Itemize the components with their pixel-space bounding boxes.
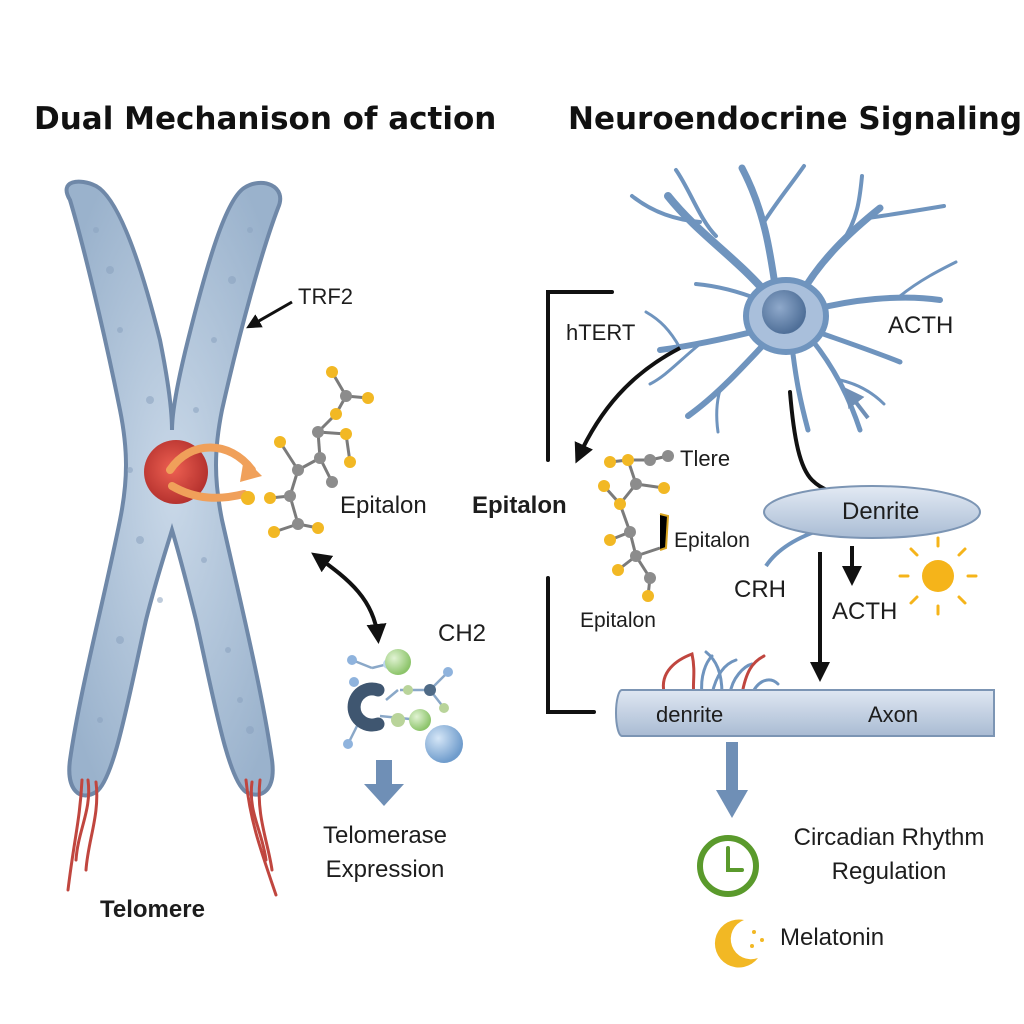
down-arrow-right (716, 742, 748, 818)
expression-line2: Expression (325, 856, 445, 883)
clock-icon (697, 835, 759, 897)
label-crh: CRH (734, 576, 786, 603)
moon-icon (714, 919, 764, 968)
label-epitalon-left: Epitalon (340, 492, 427, 519)
label-telomerase-expression: Telomerase Expression (310, 824, 460, 882)
label-epitalon-main: Epitalon (472, 492, 567, 519)
label-axon: Axon (868, 702, 919, 727)
label-epitalon-side: Epitalon (674, 529, 750, 552)
molecule-icon-right (598, 450, 674, 602)
double-arrow (311, 552, 387, 644)
telomere-strands (66, 778, 278, 897)
expression-line1: Telomerase (322, 822, 448, 849)
label-trf2: TRF2 (298, 284, 353, 309)
htert-arrow (574, 346, 681, 464)
circadian-line1: Circadian Rhythm (793, 824, 985, 851)
label-acth-top: ACTH (888, 312, 954, 339)
chromosome-icon (64, 179, 283, 897)
sun-icon (898, 536, 978, 616)
left-title: Dual Mechanison of action (34, 101, 497, 137)
label-acth-mid: ACTH (832, 598, 898, 625)
circadian-line2: Regulation (831, 858, 947, 885)
label-circadian: Circadian Rhythm Regulation (774, 826, 1004, 884)
right-title: Neuroendocrine Signaling (568, 101, 1023, 137)
label-denrite-axon: denrite (656, 702, 724, 727)
neuron-nucleus (762, 290, 806, 334)
axon-bar (615, 689, 995, 737)
label-denrite-oval: Denrite (842, 498, 920, 525)
label-htert: hTERT (566, 320, 636, 345)
label-epitalon-below: Epitalon (580, 609, 656, 632)
label-ch2: CH2 (438, 620, 487, 647)
protein-complex-icon (343, 649, 463, 763)
trf2-pointer (246, 300, 293, 329)
label-melatonin: Melatonin (780, 924, 885, 951)
down-arrow-left (364, 760, 404, 806)
molecule-icon (241, 366, 374, 538)
neuron-icon (630, 164, 958, 434)
denrite-oval (763, 485, 981, 539)
neuron-blue-arrow (844, 387, 870, 420)
label-telomere: Telomere (100, 896, 205, 923)
synapse-squiggles (661, 650, 780, 696)
centromere (144, 440, 208, 504)
label-tlere: Tlere (680, 446, 731, 471)
